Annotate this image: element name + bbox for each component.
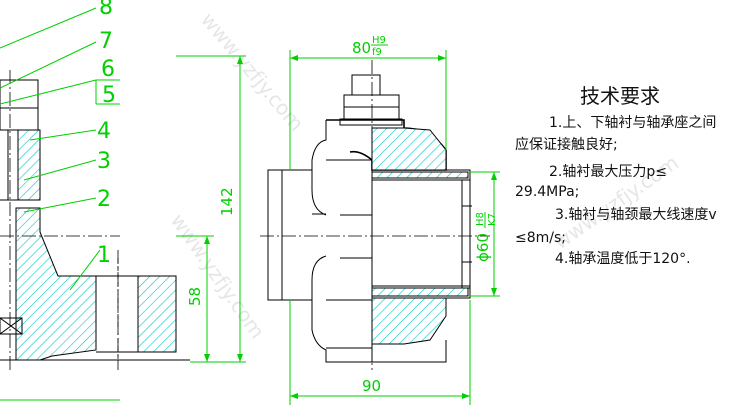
balloon-5: 5 bbox=[102, 83, 116, 108]
dim-width-90: 90 bbox=[362, 377, 381, 395]
dimensions: 80 H9 f9 142 58 ϕ60 H8 K7 90 bbox=[0, 35, 500, 405]
left-cap-top bbox=[0, 107, 39, 131]
left-cap-section bbox=[17, 129, 41, 201]
right-base-outline bbox=[311, 255, 447, 363]
right-cap-section bbox=[371, 127, 447, 171]
dim-diameter-60: ϕ60 bbox=[474, 233, 492, 262]
dim-width-80-fit-upper: H9 bbox=[372, 35, 386, 46]
left-view bbox=[0, 70, 190, 370]
balloon-6: 6 bbox=[101, 57, 115, 82]
balloon-3: 3 bbox=[97, 149, 111, 174]
note-line-3: 3.轴衬与轴颈最大线速度v bbox=[555, 207, 717, 223]
dim-diameter-fit-upper: H8 bbox=[475, 212, 486, 226]
notes-title: 技术要求 bbox=[580, 84, 660, 108]
balloon-8: 8 bbox=[99, 0, 113, 20]
left-base-section bbox=[15, 207, 97, 361]
balloon-4: 4 bbox=[97, 119, 111, 144]
note-line-1: 1.上、下轴衬与轴承座之间 bbox=[549, 115, 716, 131]
note-line-2: 2.轴衬最大压力p≤ bbox=[549, 164, 667, 180]
left-bushing bbox=[7, 129, 19, 201]
right-cap-outline bbox=[311, 120, 327, 216]
dim-height-58: 58 bbox=[186, 287, 204, 306]
watermark-text-1: www.yzfjy.com bbox=[196, 8, 309, 136]
dim-width-80: 80 bbox=[352, 39, 371, 57]
dim-diameter-fit-lower: K7 bbox=[487, 213, 498, 226]
right-bushing-bottom bbox=[371, 287, 469, 297]
right-base-section bbox=[371, 297, 447, 345]
technical-notes: 技术要求 1.上、下轴衬与轴承座之间 应保证接触良好; 2.轴衬最大压力p≤ 2… bbox=[515, 84, 717, 267]
note-line-3b: ≤8m/s; bbox=[515, 230, 566, 246]
balloon-leaders bbox=[0, 7, 120, 291]
balloons: 8 7 6 5 4 3 2 1 bbox=[97, 0, 116, 268]
right-flange-left bbox=[267, 169, 283, 301]
left-nut bbox=[0, 79, 39, 109]
right-bore bbox=[371, 179, 471, 289]
balloon-7: 7 bbox=[99, 29, 113, 54]
dim-width-80-fit-lower: f9 bbox=[372, 47, 382, 58]
balloon-2: 2 bbox=[97, 187, 111, 212]
dim-height-142: 142 bbox=[218, 187, 236, 216]
note-line-2b: 29.4MPa; bbox=[515, 184, 579, 200]
balloon-1: 1 bbox=[97, 243, 111, 268]
right-bolt-top bbox=[351, 74, 381, 96]
note-line-4: 4.轴承温度低于120°. bbox=[555, 251, 691, 267]
left-foot-section bbox=[137, 275, 177, 353]
watermark-text-3: www.yzfjy.com bbox=[166, 209, 270, 343]
right-view bbox=[260, 60, 490, 370]
note-line-1b: 应保证接触良好; bbox=[515, 136, 618, 153]
